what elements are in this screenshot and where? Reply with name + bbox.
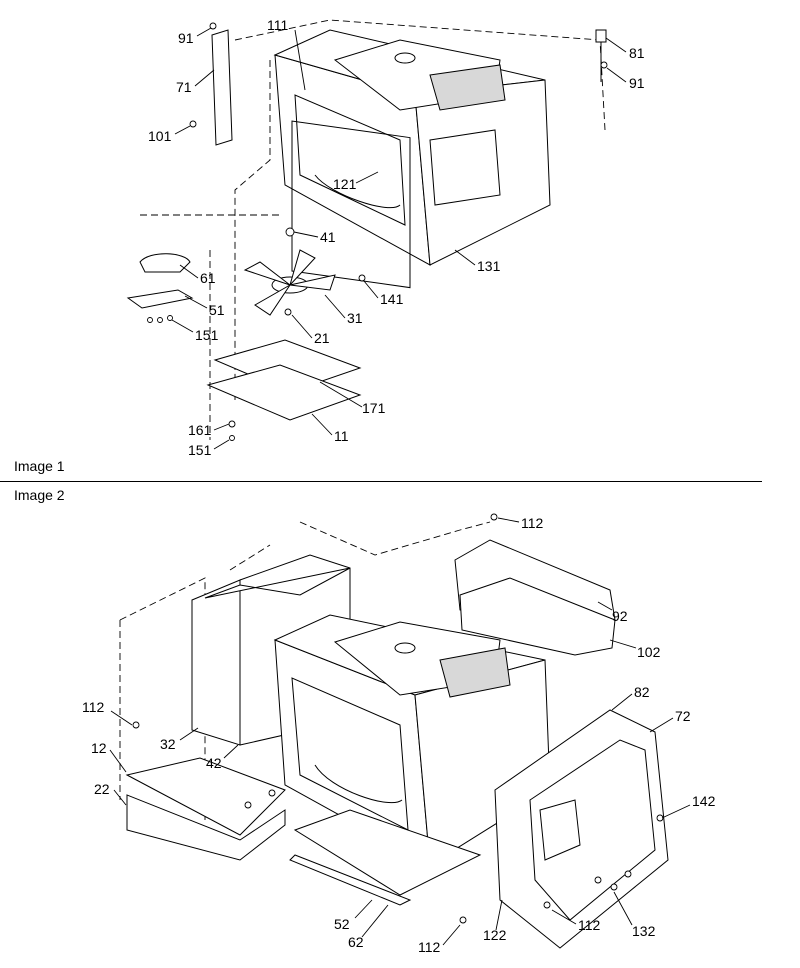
callout-91b: 91 — [629, 75, 645, 91]
callout-151a: 151 — [195, 327, 219, 343]
guide-line — [119, 577, 206, 820]
callout-122: 122 — [483, 927, 507, 943]
callout-132: 132 — [632, 923, 656, 939]
callout-labels: 91 111 81 71 91 101 121 41 61 131 51 31 … — [148, 17, 645, 458]
callout-12: 12 — [91, 740, 107, 756]
vent-plate — [126, 289, 194, 309]
callout-161: 161 — [188, 422, 212, 438]
vent-cover — [139, 253, 191, 273]
oven-cavity — [273, 614, 551, 866]
callout-71: 71 — [176, 79, 192, 95]
fastener-set — [147, 22, 608, 441]
fan-blade — [243, 249, 336, 316]
guide-line — [299, 521, 491, 556]
callout-21: 21 — [314, 330, 330, 346]
leader-lines — [109, 517, 691, 946]
callout-32: 32 — [160, 736, 176, 752]
callout-142: 142 — [692, 793, 716, 809]
callout-112b: 112 — [82, 699, 105, 715]
leader-lines — [171, 27, 627, 450]
igniter-part — [595, 29, 607, 82]
callout-141: 141 — [380, 291, 404, 307]
right-side-panel — [494, 709, 669, 949]
callout-51: 51 — [209, 302, 225, 318]
callout-101: 101 — [148, 128, 172, 144]
callout-102: 102 — [637, 644, 661, 660]
callout-22: 22 — [94, 781, 110, 797]
callout-81: 81 — [629, 45, 645, 61]
top-panel — [454, 539, 616, 656]
callout-112c: 112 — [418, 939, 441, 955]
callout-52: 52 — [334, 916, 350, 932]
exploded-view-2: 112 92 102 82 72 112 32 12 42 22 142 52 … — [82, 513, 716, 955]
guide-line — [229, 544, 271, 571]
callout-31: 31 — [347, 310, 363, 326]
divider-line — [0, 481, 762, 482]
callout-111: 111 — [267, 17, 288, 33]
callout-62: 62 — [348, 934, 364, 950]
exploded-view-1: 91 111 81 71 91 101 121 41 61 131 51 31 … — [126, 17, 645, 458]
callout-41: 41 — [320, 229, 336, 245]
callout-11: 11 — [334, 428, 349, 444]
bottom-insulation — [125, 757, 286, 861]
callout-61: 61 — [200, 270, 216, 286]
callout-42: 42 — [206, 755, 222, 771]
image-1-caption: Image 1 — [14, 458, 65, 474]
callout-labels: 112 92 102 82 72 112 32 12 42 22 142 52 … — [82, 515, 716, 955]
guide-line — [234, 19, 606, 131]
bottom-plate — [289, 809, 482, 906]
callout-131: 131 — [477, 258, 501, 274]
callout-91a: 91 — [178, 30, 194, 46]
callout-112d: 112 — [578, 917, 601, 933]
image-2-caption: Image 2 — [14, 487, 65, 503]
callout-72: 72 — [675, 708, 691, 724]
callout-82: 82 — [634, 684, 650, 700]
callout-92: 92 — [612, 608, 628, 624]
callout-151b: 151 — [188, 442, 212, 458]
side-rail — [211, 29, 233, 146]
oven-cavity — [273, 29, 551, 289]
callout-171: 171 — [362, 400, 386, 416]
oven-bottom — [206, 364, 362, 421]
guide-line — [234, 60, 271, 400]
callout-112a: 112 — [521, 515, 544, 531]
callout-121: 121 — [333, 176, 357, 192]
